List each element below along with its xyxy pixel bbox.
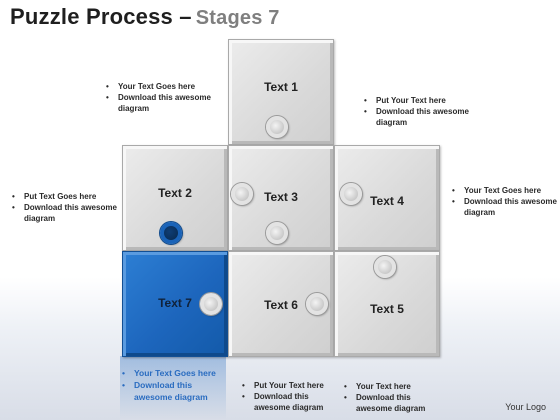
- connector-knob-3-4: [340, 183, 362, 205]
- note-mid-left: Put Text Goes here Download this awesome…: [6, 191, 118, 224]
- note-bottom-mid: Put Your Text here Download this awesome…: [236, 380, 344, 413]
- connector-knob-3-6: [266, 222, 288, 244]
- note-item: Your Text Goes here: [100, 81, 220, 92]
- piece-label-4: Text 4: [370, 194, 404, 208]
- logo-placeholder: Your Logo: [505, 402, 546, 412]
- connector-knob-2-3: [231, 183, 253, 205]
- note-item: Put Text Goes here: [6, 191, 118, 202]
- connector-knob-1-3: [266, 116, 288, 138]
- piece-label-1: Text 1: [264, 80, 298, 94]
- note-item: Download this awesome diagram: [100, 92, 220, 114]
- connector-knob-2-7: [160, 222, 182, 244]
- note-item: Download this awesome diagram: [6, 202, 118, 224]
- piece-label-7: Text 7: [158, 296, 192, 310]
- note-item: Your Text Goes here: [446, 185, 558, 196]
- title-main: Puzzle Process –: [10, 4, 192, 29]
- note-bottom-blue: Your Text Goes here Download this awesom…: [116, 367, 224, 403]
- note-item: Download this awesome diagram: [338, 392, 446, 414]
- piece-label-3: Text 3: [264, 190, 298, 204]
- note-mid-right: Your Text Goes here Download this awesom…: [446, 185, 558, 218]
- connector-knob-7-6: [200, 293, 222, 315]
- note-top-left: Your Text Goes here Download this awesom…: [100, 81, 220, 114]
- note-bottom-right: Your Text here Download this awesome dia…: [338, 381, 446, 414]
- connector-knob-6-5: [306, 293, 328, 315]
- title-sub: Stages 7: [195, 7, 280, 29]
- note-item: Put Your Text here: [236, 380, 344, 391]
- note-top-right: Put Your Text here Download this awesome…: [358, 95, 473, 128]
- puzzle-piece-2: Text 2: [122, 145, 228, 251]
- page-title: Puzzle Process –Stages 7: [10, 4, 280, 30]
- piece-label-5: Text 5: [370, 302, 404, 316]
- note-item: Your Text Goes here: [116, 367, 224, 379]
- note-item: Download this awesome diagram: [236, 391, 344, 413]
- note-item: Download this awesome diagram: [116, 379, 224, 403]
- piece-label-6: Text 6: [264, 298, 298, 312]
- note-item: Your Text here: [338, 381, 446, 392]
- note-item: Download this awesome diagram: [446, 196, 558, 218]
- piece-label-2: Text 2: [158, 186, 192, 200]
- note-item: Download this awesome diagram: [358, 106, 473, 128]
- connector-knob-4-5: [374, 256, 396, 278]
- note-item: Put Your Text here: [358, 95, 473, 106]
